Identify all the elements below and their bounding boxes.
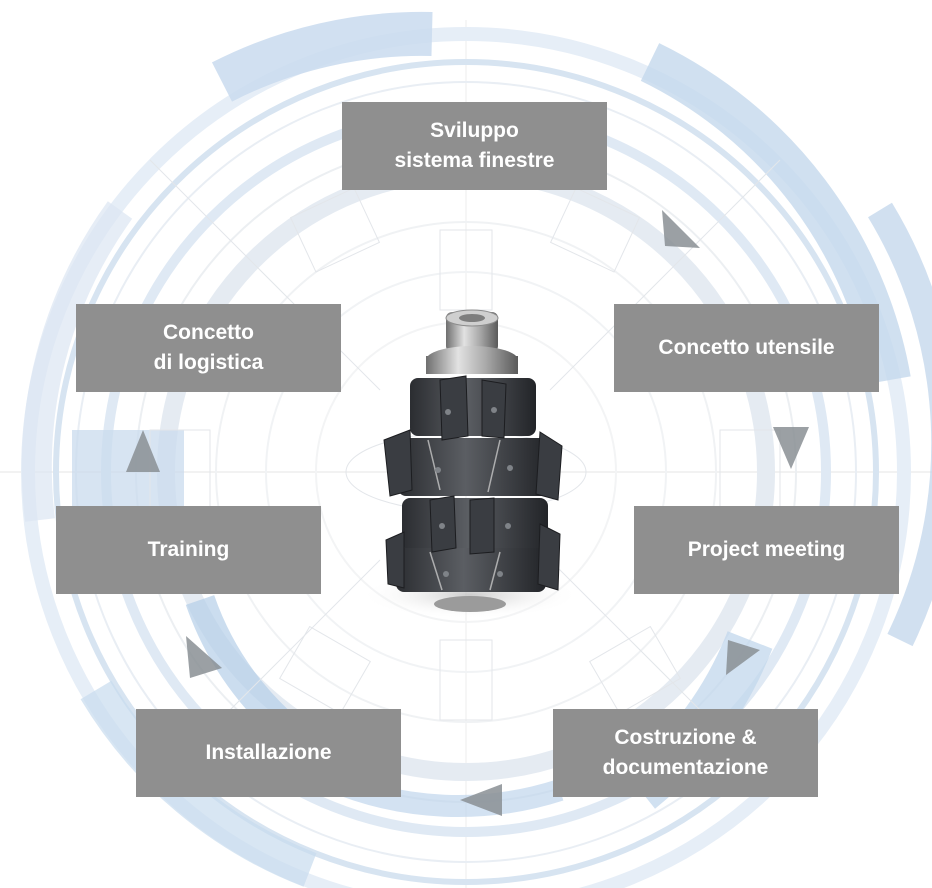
step-label: Installazione — [205, 741, 332, 764]
step-project-meeting: Project meeting — [634, 506, 899, 594]
step-concetto-utensile: Concetto utensile — [614, 304, 879, 392]
step-label: Concetto di logistica — [153, 321, 264, 374]
step-installazione: Installazione — [136, 709, 401, 797]
step-label: Training — [147, 538, 230, 561]
step-label: Costruzione & documentazione — [602, 726, 769, 779]
step-label: Sviluppo sistema finestre — [394, 119, 555, 172]
step-concetto-di-logistica: Concetto di logistica — [76, 304, 341, 392]
step-label: Concetto utensile — [658, 336, 835, 359]
milling-cutter-image — [360, 309, 580, 619]
step-label: Project meeting — [687, 538, 846, 561]
step-sviluppo-sistema-finestre: Sviluppo sistema finestre — [342, 102, 607, 190]
step-costruzione-documentazione: Costruzione & documentazione — [553, 709, 818, 797]
step-training: Training — [56, 506, 321, 594]
